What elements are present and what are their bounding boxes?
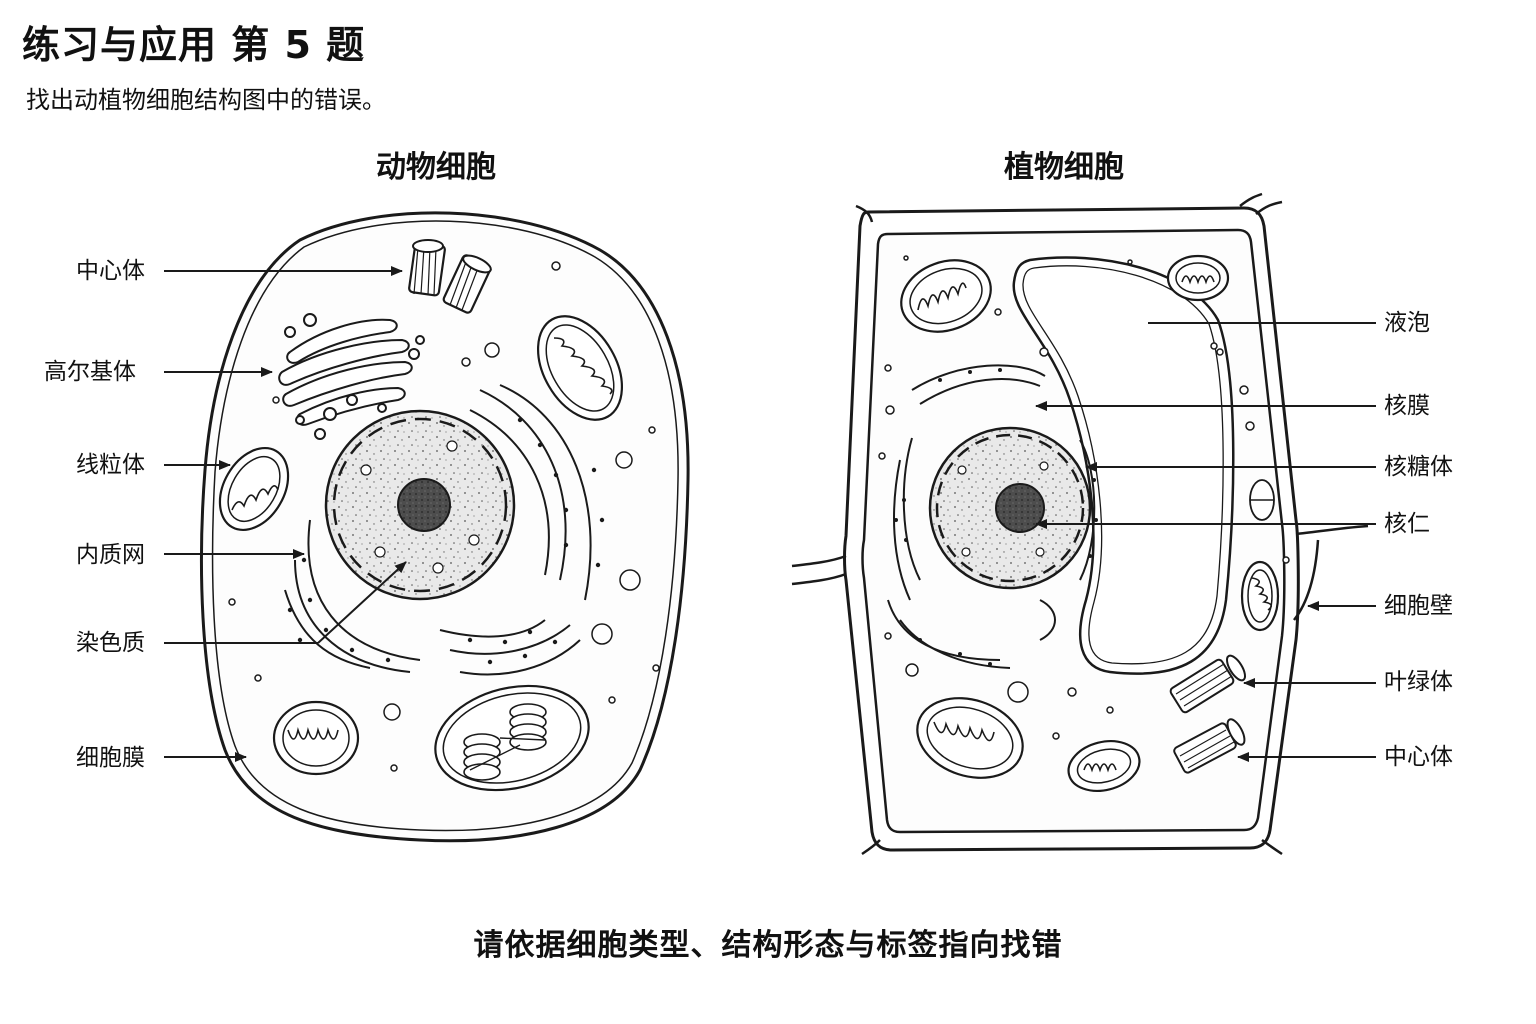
footer-instruction: 请依据细胞类型、结构形态与标签指向找错: [473, 928, 1063, 963]
label-plant-vacuole: 液泡: [1384, 310, 1430, 336]
label-plant-ribosome: 核糖体: [1384, 454, 1453, 480]
animal-mitochondrion-icon: [536, 315, 624, 421]
animal-er-icon: [284, 384, 605, 676]
plant-nucleus: [928, 426, 1092, 590]
plant-mitochondrion-icon: [1166, 254, 1230, 302]
label-plant-centrosome: 中心体: [1384, 744, 1453, 770]
plant-pointer-lines: [1035, 322, 1376, 762]
plant-centriole-icon: [1173, 718, 1246, 774]
animal-mitochondrion-icon: [272, 700, 360, 776]
plant-mitochondrion-icon: [1067, 740, 1141, 792]
animal-cell: [164, 211, 690, 843]
animal-nucleus: [324, 409, 516, 601]
label-plant-nucleolus: 核仁: [1384, 511, 1430, 537]
animal-nucleolus: [397, 478, 451, 532]
animal-centriole-icon: [408, 239, 492, 314]
plant-cell: [791, 192, 1376, 856]
animal-golgi-icon: [278, 313, 425, 440]
label-plant-cell-wall: 细胞壁: [1384, 593, 1453, 619]
plant-er-icon: [887, 364, 1098, 669]
label-animal-golgi: 高尔基体: [44, 359, 136, 385]
plant-vacuole: [1012, 256, 1235, 675]
plant-cell-title: 植物细胞: [1004, 150, 1124, 185]
label-animal-er: 内质网: [76, 542, 145, 568]
animal-vesicles: [228, 261, 660, 772]
label-animal-membrane: 细胞膜: [76, 745, 145, 771]
plant-mitochondrion-icon: [1240, 560, 1280, 632]
animal-pointer-lines: [164, 266, 407, 762]
page-title: 练习与应用 第 5 题: [22, 23, 366, 67]
plant-nucleolus: [995, 483, 1045, 533]
question-prompt: 找出动植物细胞结构图中的错误。: [26, 86, 386, 114]
label-plant-nuclear-envelope: 核膜: [1384, 393, 1430, 419]
plant-mitochondrion-icon: [916, 697, 1024, 779]
label-plant-chloroplast: 叶绿体: [1384, 669, 1453, 695]
label-animal-chromatin: 染色质: [76, 630, 145, 656]
animal-chloroplast-icon: [434, 684, 590, 792]
animal-mitochondrion-icon: [218, 446, 290, 532]
label-animal-centrosome: 中心体: [76, 258, 145, 284]
plant-mitochondrion-icon: [900, 259, 992, 333]
plant-vesicles: [878, 255, 1290, 740]
plant-centriole-icon: [1169, 654, 1246, 714]
animal-cell-title: 动物细胞: [376, 150, 496, 185]
label-animal-mitochondrion: 线粒体: [76, 452, 145, 478]
